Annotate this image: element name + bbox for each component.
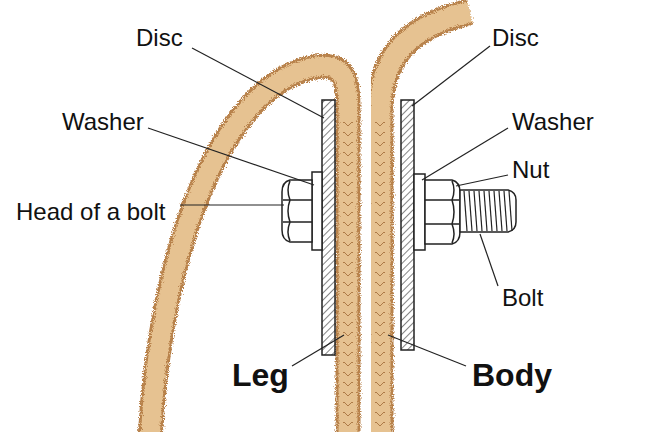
part-title: Leg (232, 356, 289, 394)
part-label: Bolt (502, 282, 543, 314)
leader-line (180, 204, 284, 205)
part-label: Washer (62, 106, 144, 138)
leader-line (388, 335, 466, 366)
body-fur (380, 12, 470, 432)
part-label: Nut (512, 154, 549, 186)
part-label: Disc (492, 22, 539, 54)
leader-line (148, 128, 314, 185)
left-washer (312, 172, 322, 250)
part-label: Disc (136, 22, 183, 54)
leader-line (456, 175, 508, 186)
leader-line (480, 234, 498, 286)
part-label: Head of a bolt (16, 196, 166, 228)
left-disc (322, 100, 335, 355)
leader-lines (148, 46, 508, 366)
leader-line (422, 128, 508, 180)
bolt-head (282, 180, 312, 242)
bolt-shank (460, 190, 516, 232)
part-label: Washer (512, 106, 594, 138)
leader-line (412, 46, 490, 106)
right-disc (401, 100, 414, 350)
leader-line (192, 48, 324, 118)
leg-fur (150, 66, 348, 432)
leader-line (292, 335, 344, 366)
part-title: Body (472, 356, 552, 394)
right-washer (414, 174, 425, 250)
nut (425, 180, 460, 244)
